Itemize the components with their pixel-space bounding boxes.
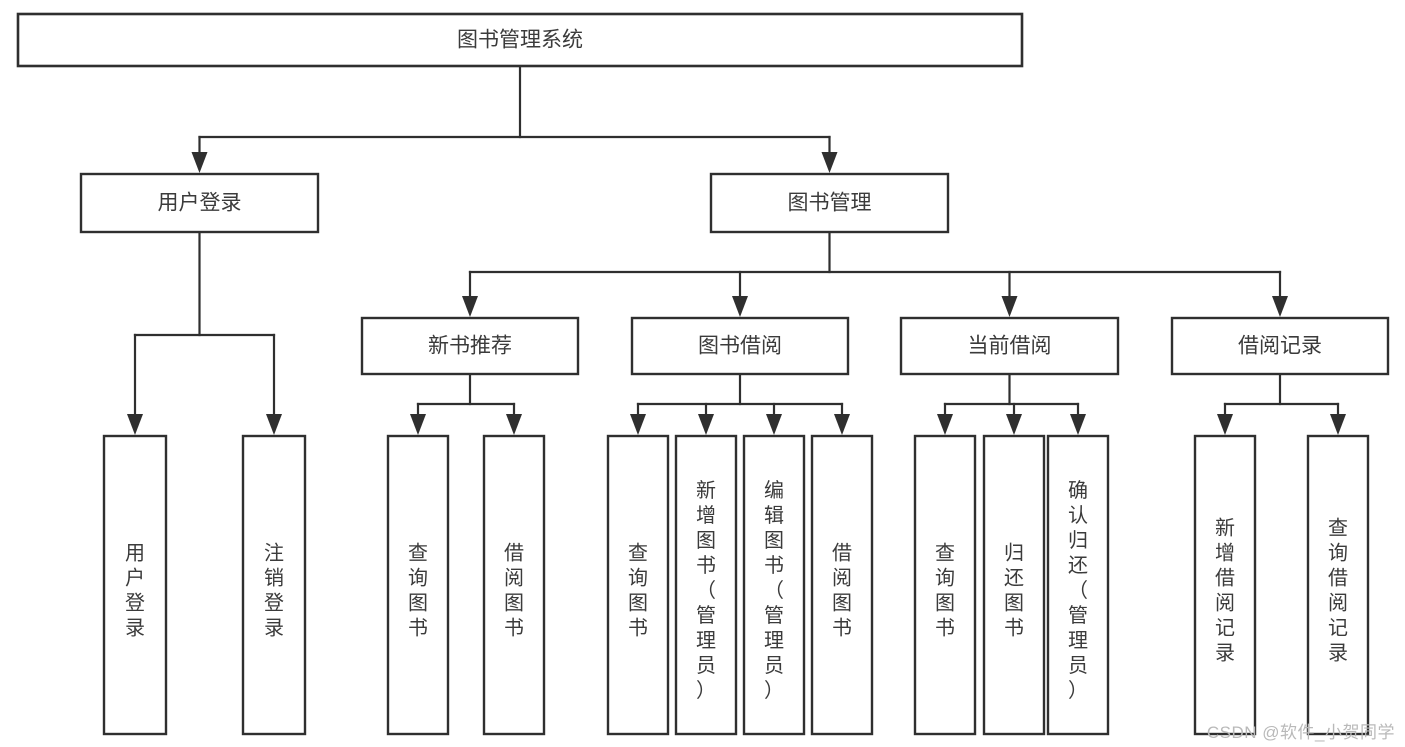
connector-layer <box>127 64 1346 435</box>
node-box-new-book-rec[interactable] <box>360 316 580 376</box>
node-book-borrow[interactable]: 图书借阅 <box>630 316 850 376</box>
node-box-leaf-borrow-book-rec[interactable] <box>482 434 546 736</box>
node-box-current-borrow[interactable] <box>899 316 1120 376</box>
node-label-leaf-edit-book: 编辑图书（管理员） <box>764 479 784 702</box>
node-box-leaf-borrow-book-bb[interactable] <box>810 434 874 736</box>
node-box-leaf-confirm-return[interactable] <box>1046 434 1110 736</box>
node-box-leaf-query-book-cb[interactable] <box>913 434 977 736</box>
node-box-leaf-edit-book[interactable] <box>742 434 806 736</box>
connector-group-book-borrow <box>630 372 850 435</box>
node-label-leaf-user-login: 用户登录 <box>125 543 145 640</box>
node-current-borrow[interactable]: 当前借阅 <box>899 316 1120 376</box>
node-user-login[interactable]: 用户登录 <box>79 172 320 234</box>
node-layer: 图书管理系统用户登录图书管理新书推荐图书借阅当前借阅借阅记录用户登录注销登录查询… <box>16 12 1390 736</box>
node-label-book-borrow: 图书借阅 <box>698 335 782 358</box>
node-leaf-query-book-rec[interactable]: 查询图书 <box>386 434 450 736</box>
node-label-leaf-query-book-rec: 查询图书 <box>408 542 428 640</box>
connector-group-new-book-rec <box>410 372 522 435</box>
node-label-leaf-query-book-cb: 查询图书 <box>935 542 955 640</box>
node-book-manage[interactable]: 图书管理 <box>709 172 950 234</box>
node-box-leaf-user-logout[interactable] <box>241 434 307 736</box>
node-root[interactable]: 图书管理系统 <box>16 12 1024 68</box>
node-label-leaf-add-book: 新增图书（管理员） <box>696 479 716 702</box>
node-box-user-login[interactable] <box>79 172 320 234</box>
node-leaf-user-login[interactable]: 用户登录 <box>102 434 168 736</box>
node-borrow-record[interactable]: 借阅记录 <box>1170 316 1390 376</box>
node-leaf-add-book[interactable]: 新增图书（管理员） <box>674 434 738 736</box>
node-label-leaf-return-book: 归还图书 <box>1004 542 1024 640</box>
node-label-leaf-borrow-book-bb: 借阅图书 <box>832 542 852 640</box>
node-label-borrow-record: 借阅记录 <box>1238 335 1322 358</box>
node-new-book-rec[interactable]: 新书推荐 <box>360 316 580 376</box>
node-label-leaf-borrow-book-rec: 借阅图书 <box>504 542 524 640</box>
node-label-current-borrow: 当前借阅 <box>968 335 1052 358</box>
node-leaf-edit-book[interactable]: 编辑图书（管理员） <box>742 434 806 736</box>
node-box-leaf-query-book-bb[interactable] <box>606 434 670 736</box>
node-box-leaf-user-login[interactable] <box>102 434 168 736</box>
node-box-leaf-add-book[interactable] <box>674 434 738 736</box>
connector-group-book-manage <box>462 230 1288 317</box>
node-leaf-query-book-cb[interactable]: 查询图书 <box>913 434 977 736</box>
node-label-leaf-confirm-return: 确认归还（管理员） <box>1068 479 1088 702</box>
node-leaf-query-book-bb[interactable]: 查询图书 <box>606 434 670 736</box>
node-leaf-query-record[interactable]: 查询借阅记录 <box>1306 434 1370 736</box>
connector-group-current-borrow <box>937 372 1086 435</box>
node-box-leaf-query-record[interactable] <box>1306 434 1370 736</box>
node-leaf-user-logout[interactable]: 注销登录 <box>241 434 307 736</box>
node-box-book-manage[interactable] <box>709 172 950 234</box>
node-box-leaf-query-book-rec[interactable] <box>386 434 450 736</box>
node-label-new-book-rec: 新书推荐 <box>428 335 512 358</box>
node-leaf-borrow-book-bb[interactable]: 借阅图书 <box>810 434 874 736</box>
node-leaf-borrow-book-rec[interactable]: 借阅图书 <box>482 434 546 736</box>
node-box-borrow-record[interactable] <box>1170 316 1390 376</box>
node-label-user-login: 用户登录 <box>158 192 242 215</box>
node-label-book-manage: 图书管理 <box>788 192 872 215</box>
node-label-leaf-query-book-bb: 查询图书 <box>628 542 648 640</box>
connector-group-user-login <box>127 230 282 435</box>
node-label-root: 图书管理系统 <box>457 29 583 52</box>
node-leaf-confirm-return[interactable]: 确认归还（管理员） <box>1046 434 1110 736</box>
connector-group-root <box>191 64 838 173</box>
node-leaf-return-book[interactable]: 归还图书 <box>982 434 1046 736</box>
node-leaf-add-record[interactable]: 新增借阅记录 <box>1193 434 1257 736</box>
node-label-leaf-user-logout: 注销登录 <box>264 542 284 640</box>
node-box-book-borrow[interactable] <box>630 316 850 376</box>
node-box-leaf-add-record[interactable] <box>1193 434 1257 736</box>
node-label-leaf-add-record: 新增借阅记录 <box>1215 517 1235 665</box>
node-box-root[interactable] <box>16 12 1024 68</box>
node-label-leaf-query-record: 查询借阅记录 <box>1328 517 1348 665</box>
node-box-leaf-return-book[interactable] <box>982 434 1046 736</box>
connector-group-borrow-record <box>1217 372 1346 435</box>
